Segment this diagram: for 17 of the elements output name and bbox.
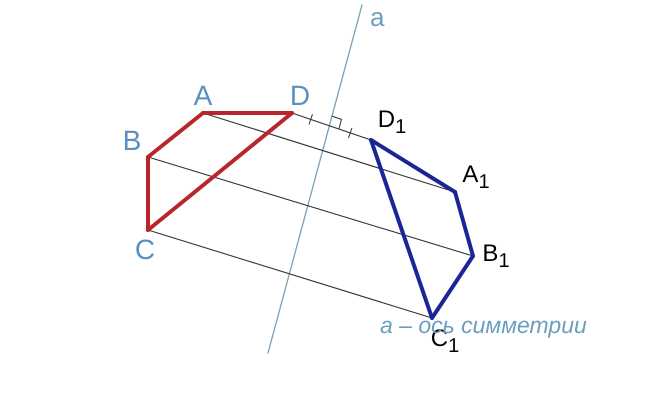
polygon-side (146, 111, 205, 159)
connecting-line (291, 112, 372, 141)
polygon-side (453, 190, 475, 258)
point-label: A (194, 82, 212, 110)
point-label: D (290, 82, 310, 110)
point-label: C (134, 236, 156, 264)
polygon-side (369, 138, 434, 320)
axis-label: a (370, 4, 384, 30)
connecting-line (147, 229, 433, 319)
polygon-side (430, 254, 475, 320)
point-label: D$_{1}$ (378, 108, 406, 136)
polygon-side (201, 111, 294, 115)
point-label: B$_{1}$ (482, 242, 510, 270)
point-label: A$_{1}$ (462, 162, 490, 192)
polygon-side (146, 155, 150, 232)
point-label: B (122, 127, 142, 155)
connecting-line (147, 156, 474, 257)
